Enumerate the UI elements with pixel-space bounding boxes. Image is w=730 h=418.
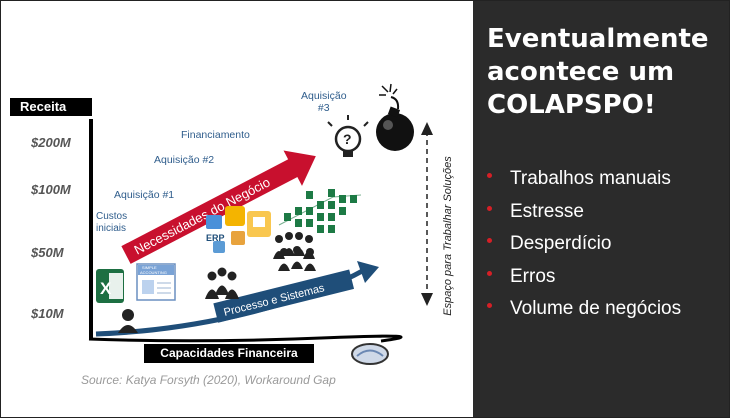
- source-caption: Source: Katya Forsyth (2020), Workaround…: [81, 373, 336, 387]
- accounting-app-icon: SIMPLE ACCOUNTING: [136, 263, 176, 301]
- excel-letter: X: [100, 279, 112, 298]
- y-tick-50m: $50M: [31, 245, 64, 260]
- bullet-item: Volume de negócios: [487, 293, 681, 326]
- x-axis-title: Capacidades Financeira: [144, 344, 314, 363]
- text-panel: Eventualmente acontece um COLAPSPO! Trab…: [473, 1, 729, 417]
- dashed-arrow-down: [421, 293, 433, 306]
- y-axis-title: Receita: [10, 98, 92, 116]
- team-small-icon: [205, 267, 239, 299]
- stage-aquisicao-2: Aquisição #2: [154, 154, 215, 166]
- excel-icon: X: [96, 269, 124, 303]
- bullet-item: Erros: [487, 261, 681, 294]
- headline: Eventualmente acontece um COLAPSPO!: [487, 23, 723, 122]
- app-title-line2: ACCOUNTING: [140, 270, 167, 275]
- bullet-text: Desperdício: [510, 233, 612, 254]
- logo-badge-icon: [351, 343, 389, 365]
- bullet-item: Estresse: [487, 196, 681, 229]
- stage-custos-iniciais: Custos iniciais: [96, 211, 127, 235]
- bullet-item: Desperdício: [487, 228, 681, 261]
- headline-line-3: COLAPSPO!: [487, 90, 656, 120]
- stage-financiamento: Financiamento: [181, 129, 250, 141]
- stage-aquisicao3-line2: #3: [317, 102, 330, 114]
- stage-custos-line2: iniciais: [96, 223, 127, 234]
- stage-aquisicao3-line1: Aquisição: [301, 90, 347, 102]
- bullet-text: Trabalhos manuais: [510, 168, 671, 189]
- bullet-dot-icon: [487, 238, 492, 244]
- bullet-dot-icon: [487, 270, 492, 276]
- spreadsheet-grid-icon: [284, 189, 357, 233]
- x-axis-line: [88, 334, 403, 343]
- app-title-line1: SIMPLE: [142, 265, 157, 270]
- bullet-dot-icon: [487, 173, 492, 179]
- lightbulb-icon: ?: [327, 115, 369, 157]
- bullet-text: Estresse: [510, 200, 584, 222]
- svg-text:?: ?: [343, 131, 352, 147]
- grid-connector-line: [278, 194, 362, 226]
- dashed-arrow-up: [421, 122, 433, 135]
- blue-arrow-head: [357, 261, 379, 283]
- erp-label: ERP: [206, 233, 225, 243]
- stage-aquisicao-3: Aquisição #3: [301, 90, 347, 114]
- y-tick-200m: $200M: [31, 135, 71, 150]
- team-large-icon: [273, 232, 316, 271]
- bullet-text: Volume de negócios: [510, 298, 682, 319]
- vertical-range-label: Espaço para Trabalhar Soluções: [442, 156, 454, 316]
- headline-line-2: acontece um: [487, 57, 675, 87]
- y-tick-10m: $10M: [31, 306, 64, 321]
- bullet-list: Trabalhos manuais Estresse Desperdício E…: [487, 163, 681, 326]
- bullet-dot-icon: [487, 303, 492, 309]
- diagram-graphics: Necessidades do Negócio Processo e Siste…: [88, 83, 433, 365]
- bomb-icon: [376, 83, 414, 151]
- bullet-item: Trabalhos manuais: [487, 163, 681, 196]
- stage-aquisicao-1: Aquisição #1: [114, 189, 175, 201]
- person-icon: [118, 309, 138, 333]
- stage-custos-line1: Custos: [96, 211, 128, 222]
- bullet-dot-icon: [487, 205, 492, 211]
- bullet-text: Erros: [510, 265, 556, 287]
- headline-line-1: Eventualmente: [487, 24, 709, 54]
- y-tick-100m: $100M: [31, 182, 71, 197]
- erp-cluster-icon: ERP: [206, 206, 271, 253]
- diagram-panel: Receita $200M $100M $50M $10M Custos ini…: [1, 1, 473, 417]
